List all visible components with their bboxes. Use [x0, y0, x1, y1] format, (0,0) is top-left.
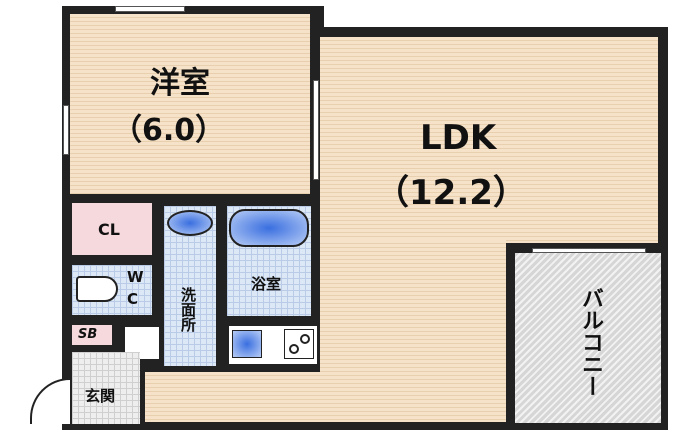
- entry-door[interactable]: [30, 378, 70, 424]
- closet-label: CL: [98, 220, 120, 239]
- ldk-room-lower: [320, 240, 506, 422]
- ldk-size: （12.2）: [375, 173, 527, 213]
- washbasin-icon: [167, 210, 213, 236]
- bathroom-label: 浴室: [251, 275, 282, 293]
- sink-icon: [232, 330, 262, 358]
- window-left: [63, 105, 69, 155]
- entrance-label: 玄関: [85, 387, 116, 405]
- corridor-floor: [145, 372, 320, 422]
- shoebox: [72, 325, 112, 345]
- window-balcony: [532, 248, 646, 253]
- washroom: [164, 206, 216, 366]
- window-top: [115, 6, 185, 12]
- western-room-name: 洋室: [150, 66, 210, 101]
- burner-icon: [289, 344, 299, 354]
- shoebox-label: SB: [78, 327, 98, 342]
- burner-icon: [300, 334, 310, 344]
- ldk-room: [320, 37, 658, 243]
- toilet-icon: [76, 276, 118, 302]
- closet: [72, 203, 152, 255]
- bathtub-icon: [229, 209, 309, 247]
- stove-icon: [284, 329, 314, 359]
- western-room: [70, 14, 310, 194]
- entrance: [72, 352, 140, 424]
- wc-label: WC: [127, 268, 144, 308]
- western-room-size: （6.0）: [112, 113, 226, 148]
- balcony-label: バルコニー: [578, 287, 603, 397]
- washroom-label: 洗面所: [179, 287, 197, 332]
- window-ldk-left: [313, 80, 319, 180]
- balcony: [515, 253, 661, 423]
- ldk-name: LDK: [420, 118, 497, 158]
